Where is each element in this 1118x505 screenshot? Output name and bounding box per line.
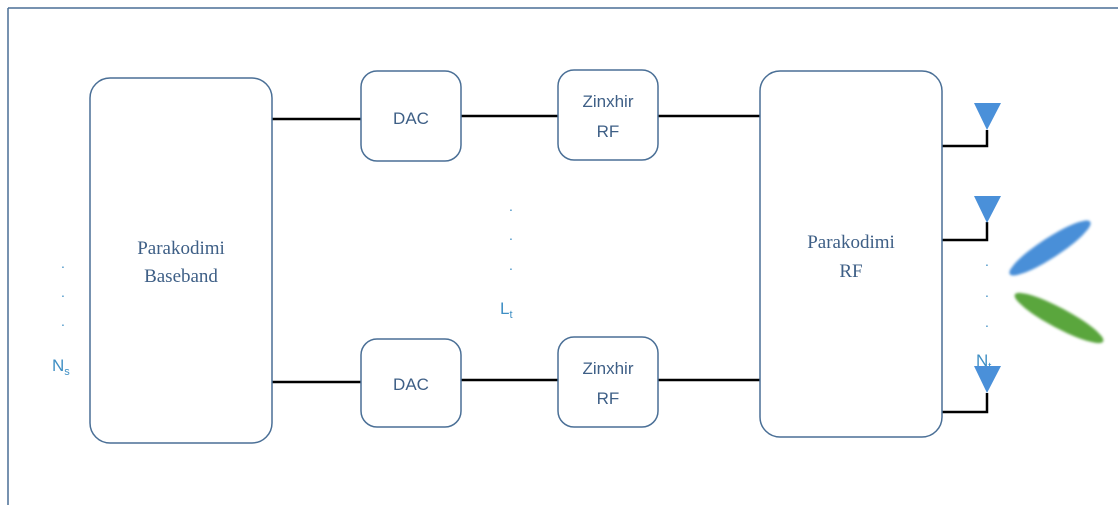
dac-block-top [360,70,462,162]
ns-label: Ns [52,356,70,378]
ns-label-base: N [52,356,64,375]
ns-dot-1: . [61,255,65,271]
ns-dots: . . . [61,255,65,329]
rf-chain-label-bottom-line1: Zinxhir [582,359,633,378]
baseband-label-line1: Parakodimi [137,238,225,259]
rf-precoder-label-line2: RF [839,261,862,282]
wire-antenna-1 [942,130,989,148]
nt-dot-3: . [985,314,989,330]
lt-dot-1: . [509,198,513,214]
rf-precoder-block [759,70,943,438]
rf-chain-label-top-line2: RF [597,122,620,141]
dac-label-top: DAC [393,109,429,128]
baseband-precoder-block [89,77,273,444]
antenna-icon-3 [974,366,1001,393]
wire-antenna-2 [942,222,989,242]
rf-chain-label-bottom-line2: RF [597,389,620,408]
ns-dot-3: . [61,313,65,329]
beam-green-icon [1014,292,1104,344]
nt-dot-2: . [985,284,989,300]
rf-precoder-label-line1: Parakodimi [807,232,895,253]
dac-block-bottom [360,338,462,428]
ns-dot-2: . [61,284,65,300]
baseband-label-line2: Baseband [144,266,218,287]
lt-dot-3: . [509,257,513,273]
dac-label-bottom: DAC [393,375,429,394]
lt-dot-2: . [509,227,513,243]
ns-label-sub: s [64,366,70,378]
rf-chain-label-top-line1: Zinxhir [582,92,633,111]
wire-antenna-3 [942,393,989,414]
rf-chain-block-bottom [557,336,659,428]
antenna-icon-1 [974,103,1001,130]
lt-label-sub: t [509,309,512,321]
wires [272,114,989,414]
beam-blue-icon [1009,220,1091,276]
lt-label: Lt [500,299,513,321]
nt-label-base: N [976,351,988,370]
lt-dots: . . . [509,198,513,273]
antenna-icon-2 [974,196,1001,223]
lt-label-base: L [500,299,509,318]
rf-chain-block-top [557,69,659,161]
nt-dot-1: . [985,253,989,269]
nt-dots: . . . [985,253,989,330]
